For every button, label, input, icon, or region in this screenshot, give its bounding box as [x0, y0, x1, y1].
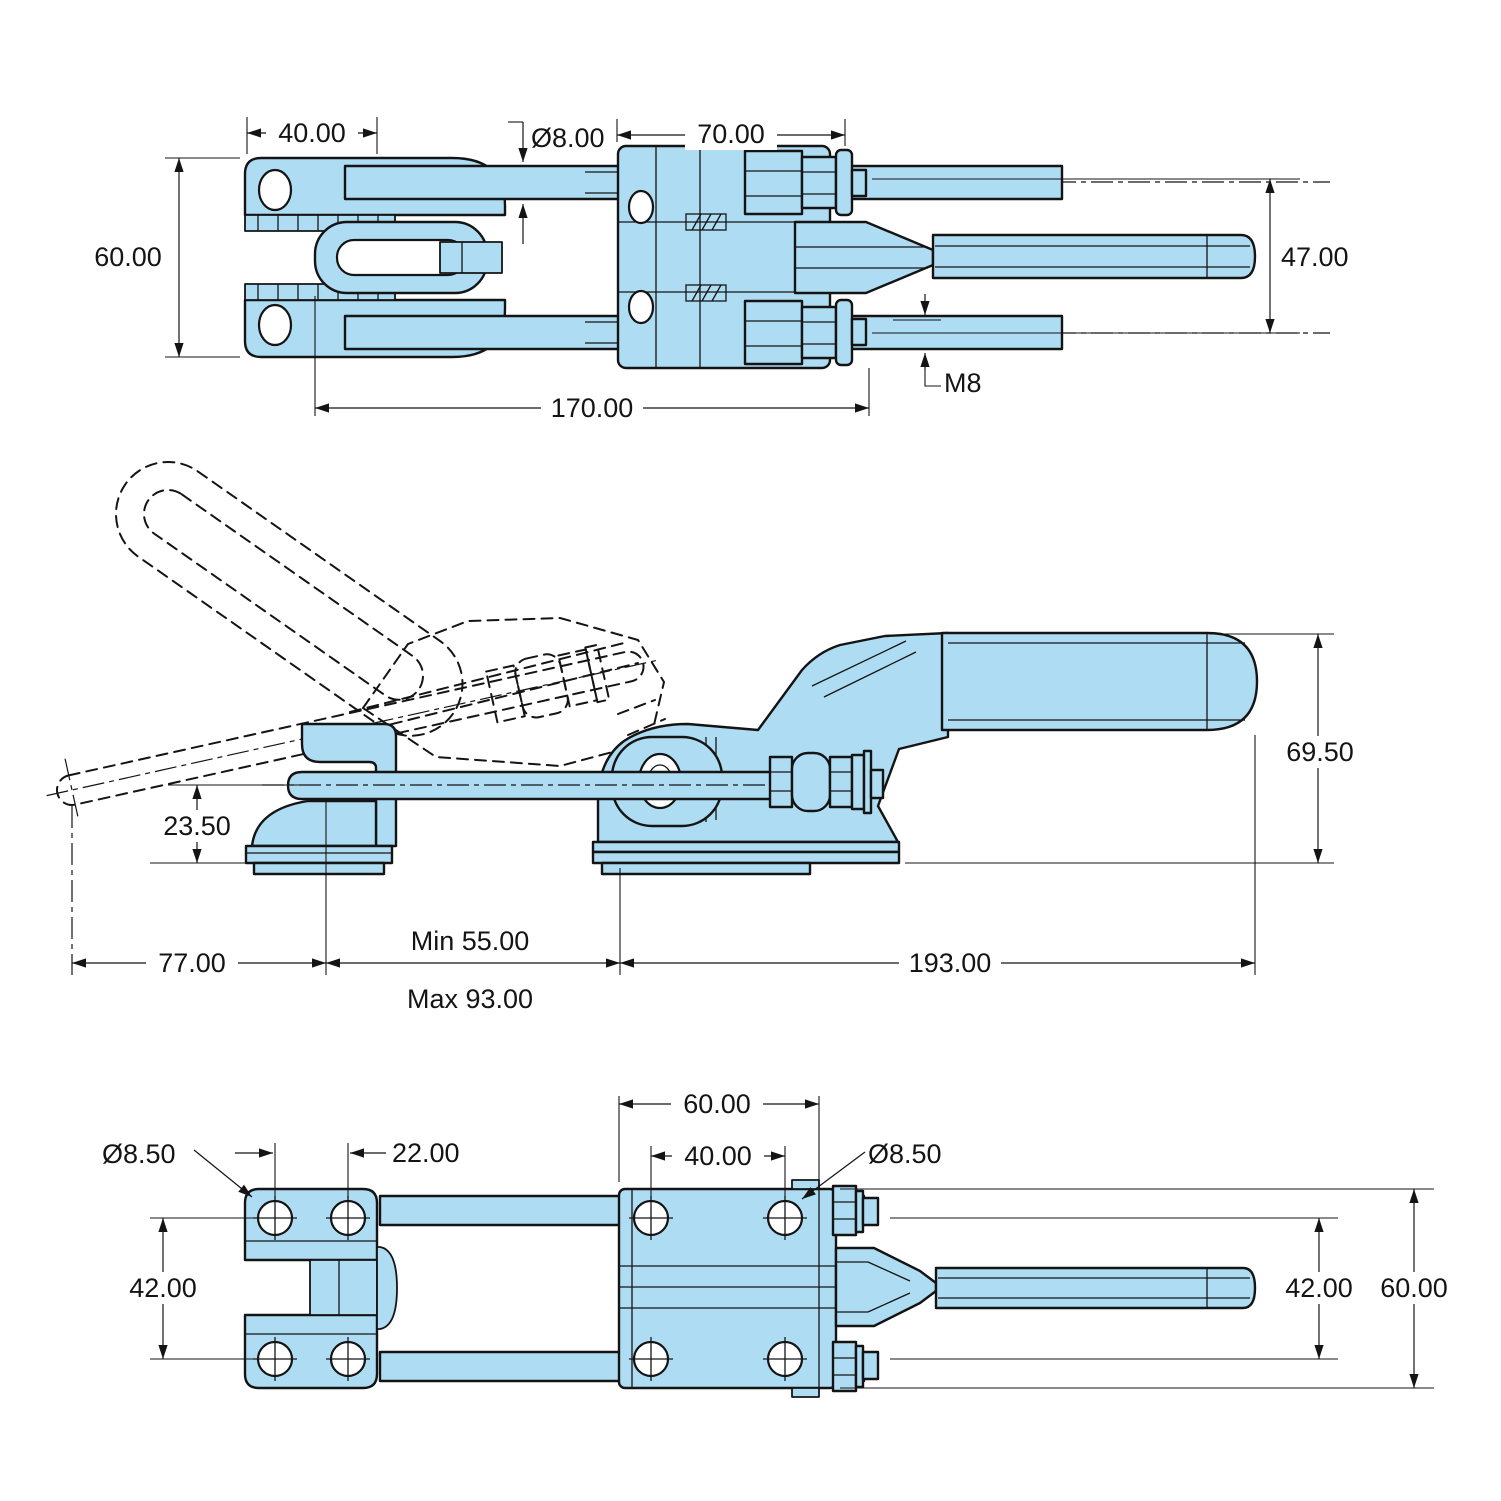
- catch-bracket-side: [244, 722, 398, 876]
- handle-bar: [793, 220, 1257, 295]
- side-view: 23.50 69.50 77.00 Min 55.00 Max 93.00 19…: [46, 460, 1366, 1014]
- dim-overall-width: 60.00: [1380, 1273, 1448, 1303]
- catch-bracket-bottom: [243, 1187, 398, 1390]
- dim-rod-diameter: Ø8.00: [531, 123, 605, 153]
- phantom-arm: [362, 617, 665, 767]
- dim-base-hole-dia: Ø8.50: [868, 1139, 942, 1169]
- side-view-dimensions: 23.50 69.50 77.00 Min 55.00 Max 93.00 19…: [71, 633, 1366, 1014]
- dim-base-hole-spacing: 40.00: [684, 1141, 752, 1171]
- bottom-view-dimensions: Ø8.50 22.00 42.00 60.00 40.00 Ø8.50 42.0…: [102, 1088, 1460, 1389]
- dim-handle-height: 69.50: [1286, 737, 1354, 767]
- dim-rod-spread-bottom: 42.00: [1285, 1273, 1353, 1303]
- spindle-adjuster: [768, 749, 885, 815]
- clamp-base-bottom: [617, 1179, 838, 1398]
- dim-rod-spread: 47.00: [1281, 242, 1349, 272]
- dim-open-reach: 77.00: [158, 948, 226, 978]
- top-view-dimensions: 40.00 Ø8.00 70.00 60.00 47.00 170.00 M8: [94, 117, 1349, 424]
- dim-catch-hole-dia: Ø8.50: [102, 1139, 176, 1169]
- handle-grip: [940, 631, 1259, 732]
- dim-catch-height: 23.50: [163, 811, 231, 841]
- dim-body-length: 70.00: [697, 119, 765, 149]
- dim-adjust-max: Max 93.00: [407, 984, 533, 1014]
- dim-closed-length: 193.00: [909, 948, 992, 978]
- dim-catch-hole-spacing: 22.00: [392, 1138, 460, 1168]
- dim-base-width: 60.00: [683, 1089, 751, 1119]
- handle-bar-bottom: [834, 1246, 1257, 1328]
- base-holes: [629, 1196, 807, 1381]
- dim-adjust-min: Min 55.00: [411, 926, 530, 956]
- dim-thread: M8: [944, 368, 982, 398]
- catch-hole: [257, 168, 293, 212]
- dim-clevis-width: 40.00: [278, 118, 346, 148]
- clamp-body-side: [596, 631, 950, 844]
- top-view: 40.00 Ø8.00 70.00 60.00 47.00 170.00 M8: [94, 117, 1349, 424]
- bottom-view: Ø8.50 22.00 42.00 60.00 40.00 Ø8.50 42.0…: [102, 1088, 1460, 1398]
- dim-overall-height: 60.00: [94, 242, 162, 272]
- open-position-phantom: [46, 460, 666, 822]
- latch-bail: [313, 220, 503, 295]
- mounting-base: [591, 840, 901, 876]
- rod-nuts-bottom: [831, 1184, 880, 1393]
- rod-nuts: [743, 148, 868, 367]
- dim-latch-length: 170.00: [551, 393, 634, 423]
- catch-holes: [253, 1196, 370, 1381]
- dim-catch-row-spacing: 42.00: [129, 1273, 197, 1303]
- catch-hole: [257, 303, 293, 347]
